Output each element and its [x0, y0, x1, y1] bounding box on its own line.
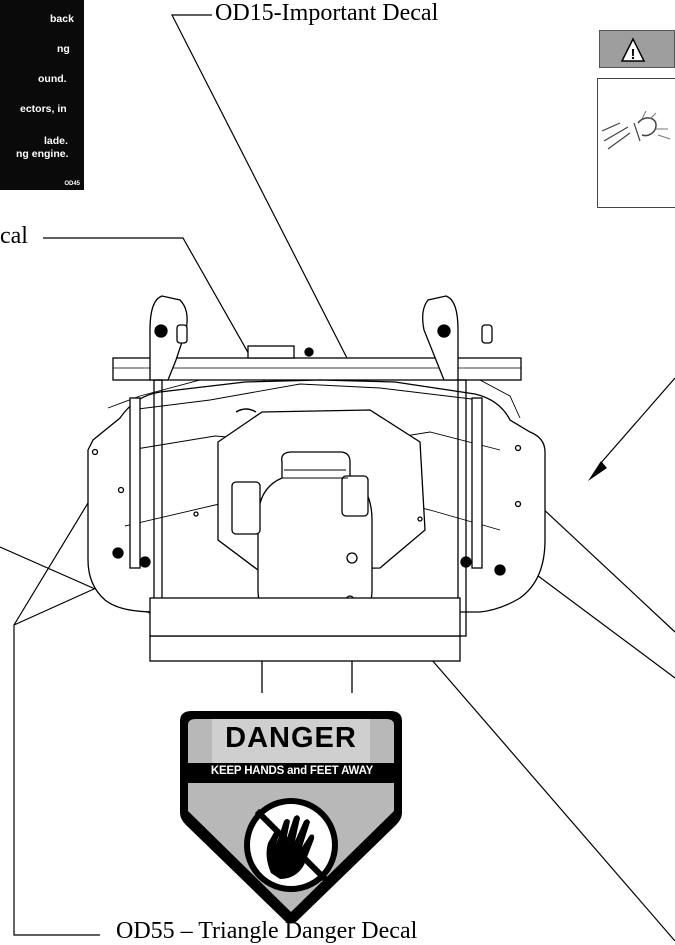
- arrow-head: [588, 461, 607, 481]
- warning-decal-body: [597, 78, 675, 208]
- warning-decal: !: [591, 30, 675, 210]
- blade-hazard-icon: [601, 110, 671, 150]
- decal-text-line: ound.: [38, 73, 67, 85]
- arrow-line: [599, 377, 675, 465]
- od15-label: OD15-Important Decal: [215, 0, 439, 26]
- mower-deck: [87, 295, 546, 693]
- od55-danger-decal: DANGER KEEP HANDS and FEET AWAY: [176, 707, 406, 927]
- decal-label-partial: cal: [0, 223, 28, 249]
- warning-triangle-icon: !: [620, 37, 646, 63]
- decal-text-line: ng engine.: [16, 148, 69, 160]
- decal-text-line: ectors, in: [20, 103, 67, 115]
- od45-decal: back ng ound. ectors, in lade. ng engine…: [0, 0, 84, 190]
- decal-code: OD45: [64, 181, 80, 187]
- decal-text-line: lade.: [44, 135, 68, 147]
- danger-shield: [180, 711, 402, 924]
- leader-line-od15: [171, 14, 401, 463]
- warning-symbol: !: [631, 46, 636, 63]
- danger-subtitle: KEEP HANDS and FEET AWAY: [210, 765, 374, 777]
- decal-text-line: back: [50, 13, 74, 25]
- danger-title: DANGER: [225, 722, 357, 754]
- od55-label: OD55 – Triangle Danger Decal: [116, 918, 418, 944]
- warning-decal-header: !: [599, 30, 675, 68]
- decal-text-line: ng: [57, 43, 70, 55]
- leader-line-od55-a: [13, 469, 109, 936]
- leader-line-bottom: [424, 651, 675, 941]
